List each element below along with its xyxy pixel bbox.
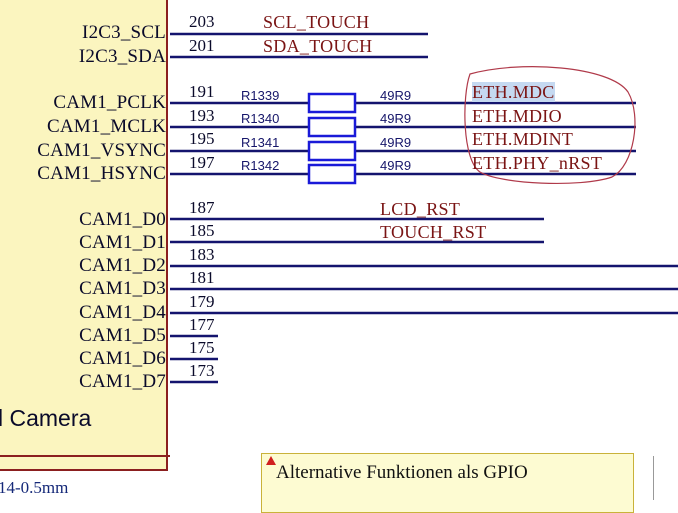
- resistor-ref-r1341: R1341: [241, 135, 280, 150]
- resistor-value-r1342: 49R9: [380, 158, 412, 173]
- pin-number-191: 191: [189, 82, 215, 101]
- pin-label-cam1-hsync: CAM1_HSYNC: [37, 163, 166, 184]
- pin-number-193: 193: [189, 106, 215, 125]
- pin-label-i2c3-scl: I2C3_SCL: [82, 22, 166, 43]
- net-label-eth-mdint[interactable]: ETH.MDINT: [472, 129, 574, 149]
- resistor-r1340: [307, 116, 357, 138]
- pin-number-181: 181: [189, 268, 215, 287]
- pin-label-cam1-d1: CAM1_D1: [79, 232, 166, 253]
- pin-label-cam1-vsync: CAM1_VSYNC: [37, 140, 166, 161]
- resistor-r1341: [307, 140, 357, 162]
- pin-label-cam1-d4: CAM1_D4: [79, 302, 166, 323]
- schematic-wires: [170, 32, 678, 384]
- resistor-ref-r1342: R1342: [241, 158, 280, 173]
- resistor-ref-r1339: R1339: [241, 88, 280, 103]
- camera-connector-symbol[interactable]: I2C3_SCL I2C3_SDA CAM1_PCLK CAM1_MCLK CA…: [0, 0, 170, 471]
- pin-label-cam1-d3: CAM1_D3: [79, 278, 166, 299]
- pin-label-cam1-d6: CAM1_D6: [79, 348, 166, 369]
- net-label-lcd-rst[interactable]: LCD_RST: [380, 199, 461, 219]
- pin-label-cam1-d2: CAM1_D2: [79, 255, 166, 276]
- chip-title: l Camera: [0, 405, 92, 431]
- net-label-eth-mdc[interactable]: ETH.MDC: [472, 82, 555, 102]
- resistor-r1339: [307, 92, 357, 114]
- pin-number-195: 195: [189, 129, 215, 148]
- pin-number-197: 197: [189, 153, 215, 172]
- resistor-value-r1341: 49R9: [380, 135, 412, 150]
- pin-number-183: 183: [189, 245, 215, 264]
- resistor-value-r1339: 49R9: [380, 88, 412, 103]
- sheet-edge-line: [653, 456, 654, 500]
- pin-label-cam1-d0: CAM1_D0: [79, 209, 166, 230]
- package-label: 14-0.5mm: [0, 478, 69, 497]
- note-marker-icon: [266, 456, 276, 465]
- pin-label-cam1-pclk: CAM1_PCLK: [53, 92, 166, 113]
- pin-number-203: 203: [189, 12, 215, 31]
- resistor-ref-r1340: R1340: [241, 111, 280, 126]
- pin-number-187: 187: [189, 198, 215, 217]
- pin-number-177: 177: [189, 315, 215, 334]
- pin-number-175: 175: [189, 338, 215, 357]
- chip-bottom-strip: [0, 455, 170, 471]
- pin-number-201: 201: [189, 36, 215, 55]
- pin-label-cam1-d5: CAM1_D5: [79, 325, 166, 346]
- resistor-r1342: [307, 163, 357, 185]
- net-label-eth-phy-nrst[interactable]: ETH.PHY_nRST: [472, 153, 603, 173]
- pin-label-cam1-mclk: CAM1_MCLK: [47, 116, 166, 137]
- net-label-sda-touch[interactable]: SDA_TOUCH: [263, 36, 373, 56]
- pin-label-i2c3-sda: I2C3_SDA: [78, 46, 166, 67]
- pin-number-179: 179: [189, 292, 215, 311]
- net-label-scl-touch[interactable]: SCL_TOUCH: [263, 12, 370, 32]
- pin-number-185: 185: [189, 221, 215, 240]
- pin-number-173: 173: [189, 361, 215, 380]
- annotation-circle: [464, 66, 636, 185]
- resistor-value-r1340: 49R9: [380, 111, 412, 126]
- pin-label-cam1-d7: CAM1_D7: [79, 371, 166, 392]
- net-label-touch-rst[interactable]: TOUCH_RST: [380, 222, 487, 242]
- net-label-eth-mdio[interactable]: ETH.MDIO: [472, 106, 562, 126]
- note-text: Alternative Funktionen als GPIO: [276, 462, 528, 483]
